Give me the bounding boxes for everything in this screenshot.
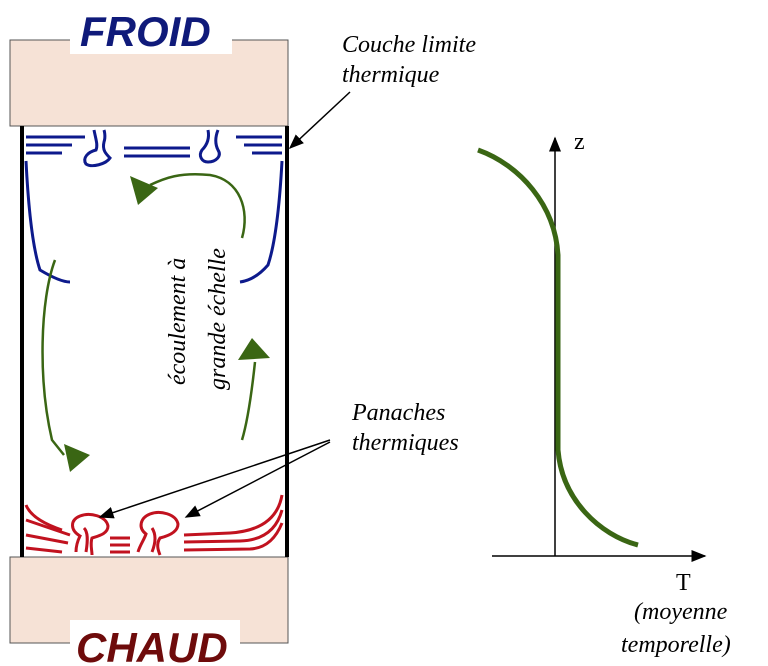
z-axis-label: z	[574, 129, 585, 155]
flow-label-line1: écoulement à	[165, 258, 191, 385]
large-scale-flow-label: écoulement à grande échelle	[165, 248, 231, 390]
t-caption-line2: temporelle)	[621, 632, 731, 658]
top-plate	[9, 39, 289, 127]
top-plate-label: FROID	[80, 8, 211, 55]
bottom-plate-label-bg	[70, 620, 240, 666]
large-scale-flow	[41, 173, 257, 456]
temperature-profile-curve	[477, 147, 639, 548]
plumes-label-line1: Panaches	[351, 400, 445, 426]
boundary-layer-label-line2: thermique	[342, 62, 440, 88]
flow-label-line2: grande échelle	[205, 248, 231, 390]
cold-boundary-layer	[24, 129, 284, 284]
t-caption-line1: (moyenne	[634, 599, 728, 625]
bottom-plate-label: CHAUD	[76, 624, 228, 666]
plumes-arrow-1	[98, 439, 331, 519]
top-plate-label-bg	[70, 4, 232, 54]
boundary-layer-label-line1: Couche limite	[342, 32, 476, 58]
hot-boundary-layer	[24, 494, 284, 556]
boundary-layer-arrow	[288, 91, 351, 150]
plumes-arrow-2	[184, 441, 331, 518]
t-axis-label: T	[676, 570, 691, 596]
flow-arrowheads	[64, 176, 270, 472]
plumes-label-line2: thermiques	[352, 430, 459, 456]
